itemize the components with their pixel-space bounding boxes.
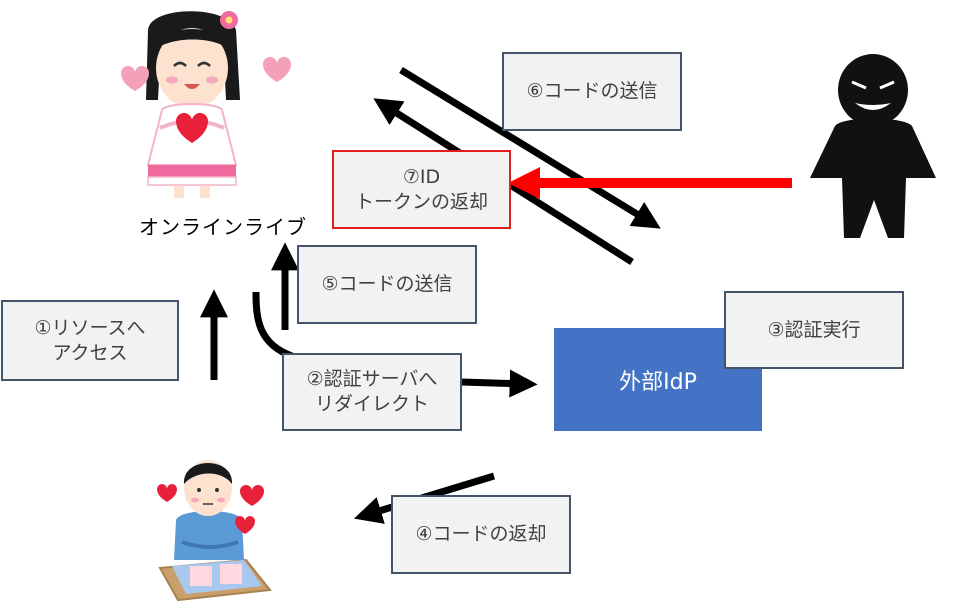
heart-icon (121, 57, 291, 91)
step3-box: ③認証実行 (724, 291, 904, 369)
step5-box: ⑤コードの送信 (297, 245, 477, 324)
site-label: オンラインライブ (139, 215, 307, 239)
step2-box: ②認証サーバへ リダイレクト (282, 353, 462, 431)
arrow-step2-redirect (252, 291, 538, 398)
step4-box: ④コードの返却 (391, 495, 571, 574)
arrow-step6-send (399, 67, 661, 229)
idp-label: 外部IdP (619, 369, 697, 395)
fan-boy-icon (157, 460, 272, 602)
attacker-icon (810, 54, 936, 238)
step7-box: ⑦ID トークンの返却 (332, 150, 511, 229)
idol-girl-icon (146, 11, 240, 198)
step6-box: ⑥コードの送信 (502, 52, 682, 131)
step1-box: ①リソースへ アクセス (1, 300, 179, 381)
